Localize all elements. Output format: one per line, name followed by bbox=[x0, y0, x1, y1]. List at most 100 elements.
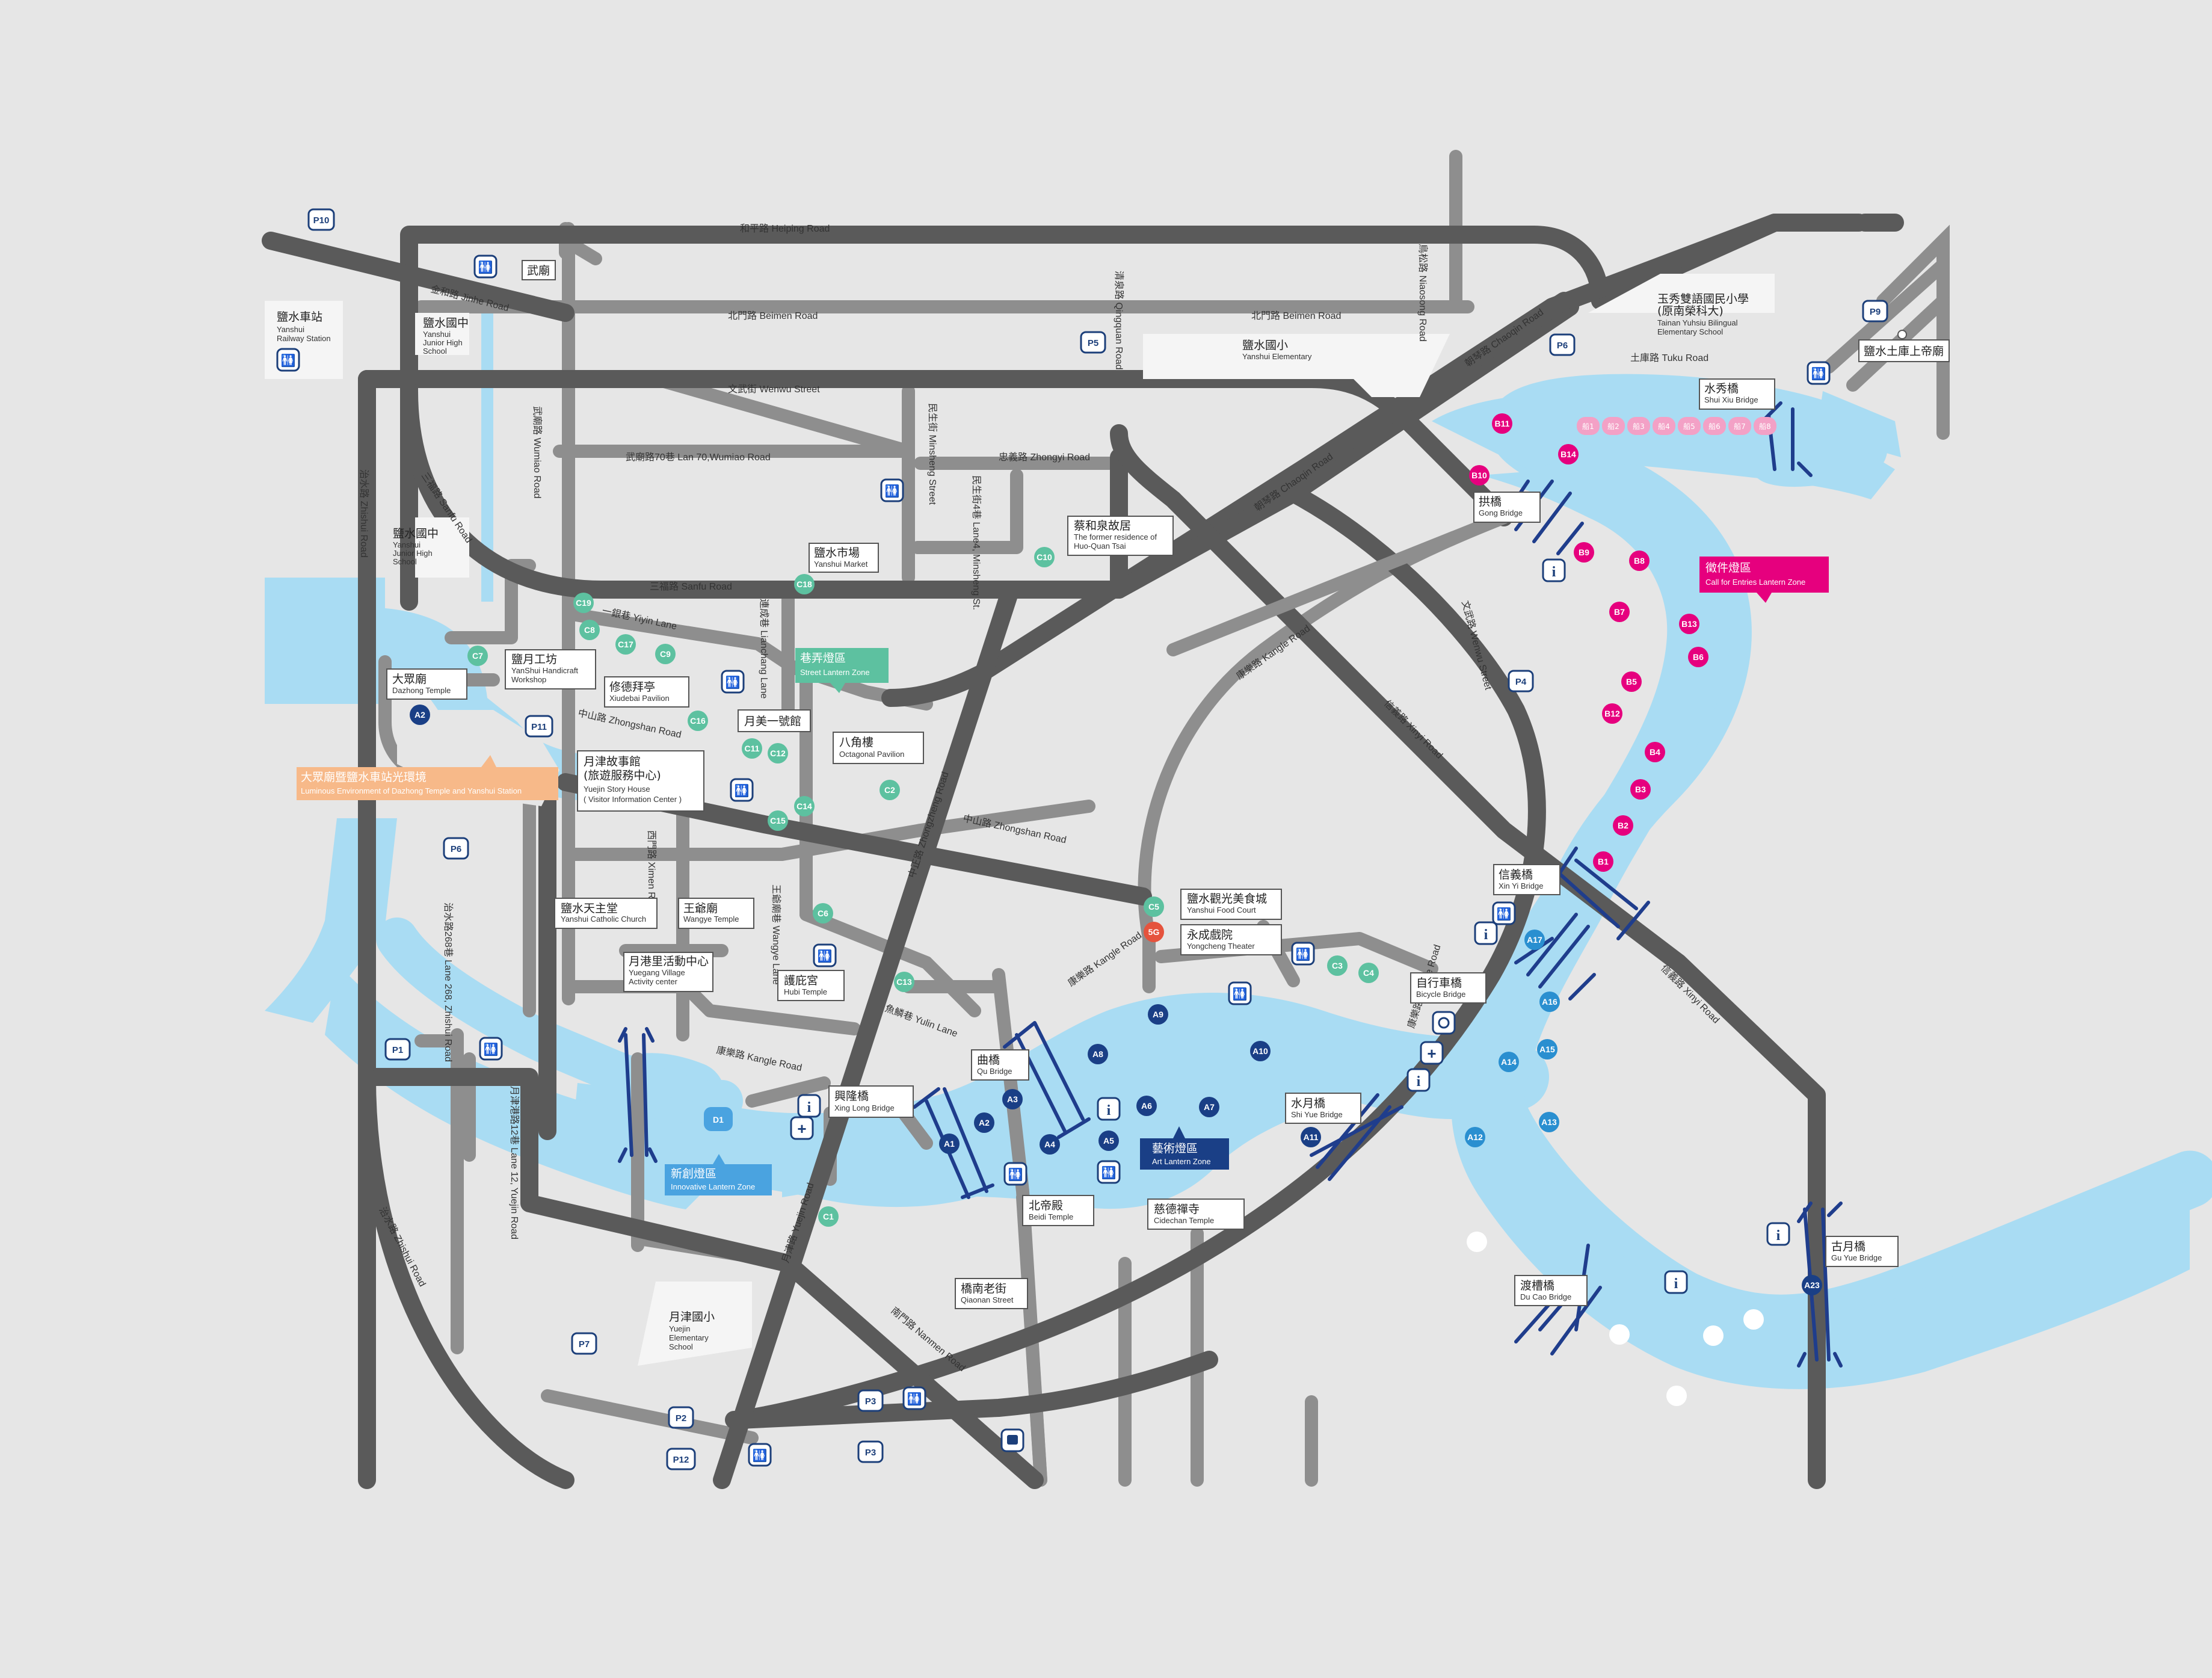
lantern-marker-c2[interactable] bbox=[880, 780, 900, 800]
lantern-marker-c11[interactable] bbox=[742, 738, 762, 759]
lantern-marker-b6[interactable] bbox=[1688, 647, 1708, 667]
lantern-marker-a3[interactable] bbox=[1002, 1089, 1023, 1109]
lantern-marker-a13[interactable] bbox=[1539, 1112, 1559, 1132]
zone-street[interactable]: 巷弄燈區 Street Lantern Zone bbox=[795, 648, 889, 693]
lantern-marker-a6[interactable] bbox=[1136, 1096, 1157, 1116]
tuku-temple[interactable]: 鹽水土庫上帝廟 bbox=[1858, 339, 1950, 362]
lantern-marker-c4[interactable] bbox=[1358, 963, 1379, 983]
info-icon[interactable]: i bbox=[1406, 1068, 1431, 1092]
info-icon[interactable]: i bbox=[1542, 558, 1566, 582]
bus-icon[interactable] bbox=[1000, 1428, 1024, 1452]
lantern-marker-a10[interactable] bbox=[1250, 1041, 1271, 1061]
lantern-marker-c19[interactable] bbox=[573, 593, 594, 613]
lantern-marker-b9[interactable] bbox=[1574, 542, 1594, 563]
restroom-icon[interactable]: 🚻 bbox=[1807, 361, 1831, 385]
parking-p3-a[interactable]: P3 bbox=[857, 1389, 884, 1412]
info-icon[interactable]: i bbox=[797, 1094, 821, 1118]
lantern-marker-a4[interactable] bbox=[1040, 1134, 1060, 1155]
yuxiu-school[interactable]: 玉秀雙語國民小學 (原南榮科大) Tainan Yuhsiu Bilingual… bbox=[1657, 292, 1749, 336]
bridge-label-ducao[interactable]: 渡槽橋 Du Cao Bridge bbox=[1514, 1275, 1588, 1306]
parking-p2[interactable]: P2 bbox=[668, 1406, 694, 1429]
boat-marker[interactable] bbox=[1754, 417, 1776, 435]
lantern-marker-a18[interactable] bbox=[1467, 1232, 1487, 1252]
junior-high-1[interactable]: 鹽水國中 Yanshui Junior High School bbox=[423, 316, 469, 356]
lantern-marker-c8[interactable] bbox=[579, 620, 600, 640]
lantern-marker-b14[interactable] bbox=[1558, 444, 1579, 464]
parking-p6-n[interactable]: P6 bbox=[1549, 333, 1576, 356]
lantern-marker-a5[interactable] bbox=[1098, 1130, 1119, 1151]
lantern-marker-a2[interactable] bbox=[974, 1112, 994, 1133]
info-icon[interactable]: i bbox=[1097, 1097, 1121, 1121]
lantern-marker-a8[interactable] bbox=[1088, 1044, 1108, 1064]
bridge-label-xinglong[interactable]: 興隆橋 Xing Long Bridge bbox=[828, 1085, 914, 1118]
restroom-icon[interactable]: 🚻 bbox=[730, 778, 754, 802]
parking-p7[interactable]: P7 bbox=[571, 1332, 597, 1355]
yanshui-elementary[interactable]: 鹽水國小 Yanshui Elementary bbox=[1242, 339, 1312, 361]
wangye-temple[interactable]: 王爺廟 Wangye Temple bbox=[678, 898, 754, 929]
restroom-icon[interactable]: 🚻 bbox=[1291, 942, 1315, 966]
parking-p10[interactable]: P10 bbox=[307, 208, 335, 231]
lantern-marker-b10[interactable] bbox=[1469, 465, 1490, 486]
tsai-residence[interactable]: 蔡和泉故居 The former residence of Huo-Quan T… bbox=[1067, 516, 1174, 556]
hubi-temple[interactable]: 護庇宮 Hubi Temple bbox=[777, 970, 845, 1001]
lantern-marker-b3[interactable] bbox=[1630, 779, 1651, 800]
lantern-marker-a9[interactable] bbox=[1148, 1004, 1168, 1025]
lantern-marker-b4[interactable] bbox=[1645, 742, 1665, 762]
handicraft-workshop[interactable]: 鹽月工坊 YanShui Handicraft Workshop bbox=[505, 649, 596, 689]
info-icon[interactable]: i bbox=[1664, 1270, 1688, 1294]
bridge-label-qu[interactable]: 曲橋 Qu Bridge bbox=[971, 1049, 1029, 1081]
lantern-marker-a20[interactable] bbox=[1666, 1386, 1687, 1406]
railway-station[interactable]: 鹽水車站 Yanshui Railway Station bbox=[265, 301, 343, 379]
bridge-label-shuixiu[interactable]: 水秀橋 Shui Xiu Bridge bbox=[1699, 378, 1775, 410]
lantern-marker-c15[interactable] bbox=[768, 810, 788, 831]
lantern-marker-b11[interactable] bbox=[1492, 413, 1512, 434]
info-icon[interactable]: i bbox=[1766, 1222, 1790, 1246]
bridge-label-bicycle[interactable]: 自行車橋 Bicycle Bridge bbox=[1410, 972, 1486, 1004]
parking-p4[interactable]: P4 bbox=[1508, 670, 1534, 692]
first-aid-icon[interactable]: + bbox=[1420, 1041, 1444, 1065]
lantern-marker-b1[interactable] bbox=[1593, 851, 1613, 872]
zone-luminous[interactable]: 大眾廟暨鹽水車站光環境 Luminous Environment of Dazh… bbox=[297, 755, 558, 800]
cidechan-temple[interactable]: 慈德禪寺 Cidechan Temple bbox=[1147, 1198, 1245, 1230]
restroom-icon[interactable]: 🚻 bbox=[479, 1037, 503, 1061]
zone-entries[interactable]: 徵件燈區 Call for Entries Lantern Zone bbox=[1699, 557, 1829, 603]
lantern-marker-c10[interactable] bbox=[1034, 547, 1055, 567]
restroom-icon[interactable]: 🚻 bbox=[473, 254, 498, 279]
bridge-label-gong[interactable]: 拱橋 Gong Bridge bbox=[1473, 492, 1541, 523]
lantern-marker-b12[interactable] bbox=[1602, 703, 1622, 724]
lantern-marker-c1[interactable] bbox=[818, 1206, 839, 1227]
lantern-marker-c16[interactable] bbox=[688, 711, 708, 731]
lantern-marker-c14[interactable] bbox=[794, 796, 815, 816]
parking-p11[interactable]: P11 bbox=[525, 715, 553, 738]
xiudebai-pavilion[interactable]: 修德拜亭 Xiudebai Pavilion bbox=[604, 676, 689, 708]
lantern-marker-c18[interactable] bbox=[794, 574, 815, 594]
story-house[interactable]: 月津故事館 (旅遊服務中心) Yuejin Story House ( Visi… bbox=[577, 750, 704, 812]
parking-p12[interactable]: P12 bbox=[666, 1448, 696, 1470]
parking-p6-w[interactable]: P6 bbox=[443, 837, 469, 860]
junior-high-2[interactable]: 鹽水國中 Yanshui Junior High School bbox=[393, 527, 439, 566]
wumiao-temple[interactable]: 武廟 bbox=[522, 260, 556, 280]
lantern-marker-a19[interactable] bbox=[1609, 1324, 1630, 1345]
catholic-church[interactable]: 鹽水天主堂 Yanshui Catholic Church bbox=[554, 898, 658, 929]
boat-marker[interactable] bbox=[1627, 417, 1650, 435]
lantern-marker-a14[interactable] bbox=[1499, 1052, 1519, 1072]
restroom-icon[interactable]: 🚻 bbox=[748, 1443, 772, 1467]
restroom-icon[interactable]: 🚻 bbox=[902, 1386, 926, 1410]
restroom-icon[interactable]: 🚻 bbox=[276, 348, 300, 372]
bridge-label-xinyi[interactable]: 信義橋 Xin Yi Bridge bbox=[1493, 864, 1560, 895]
first-aid-icon[interactable]: + bbox=[790, 1116, 814, 1140]
restroom-icon[interactable]: 🚻 bbox=[880, 478, 904, 502]
yuegang-village[interactable]: 月港里活動中心 Yuegang Village Activity center bbox=[623, 952, 713, 992]
yanshui-market[interactable]: 鹽水市場 Yanshui Market bbox=[809, 543, 879, 573]
parking-p3-b[interactable]: P3 bbox=[857, 1440, 884, 1463]
lantern-marker-a2[interactable] bbox=[410, 705, 430, 725]
lantern-marker-c7[interactable] bbox=[467, 646, 488, 666]
lantern-marker-c13[interactable] bbox=[894, 972, 914, 992]
lantern-marker-a21[interactable] bbox=[1703, 1325, 1724, 1346]
parking-p1[interactable]: P1 bbox=[384, 1038, 411, 1061]
yongcheng-theater[interactable]: 永成戲院 Yongcheng Theater bbox=[1180, 924, 1282, 955]
lantern-marker-a23[interactable] bbox=[1802, 1275, 1822, 1295]
marker-5g[interactable] bbox=[1144, 922, 1164, 942]
lantern-marker-b7[interactable] bbox=[1609, 602, 1630, 622]
lantern-marker-b8[interactable] bbox=[1629, 551, 1650, 571]
